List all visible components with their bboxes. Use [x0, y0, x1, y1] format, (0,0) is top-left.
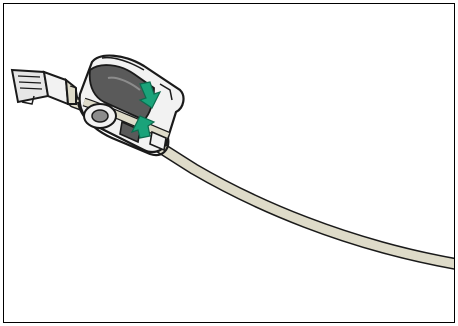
illustration-frame [3, 3, 455, 323]
rj45-plug-icon [12, 70, 78, 104]
ferrite-core-icon [78, 56, 183, 155]
ferrite-core-illustration [4, 4, 455, 323]
